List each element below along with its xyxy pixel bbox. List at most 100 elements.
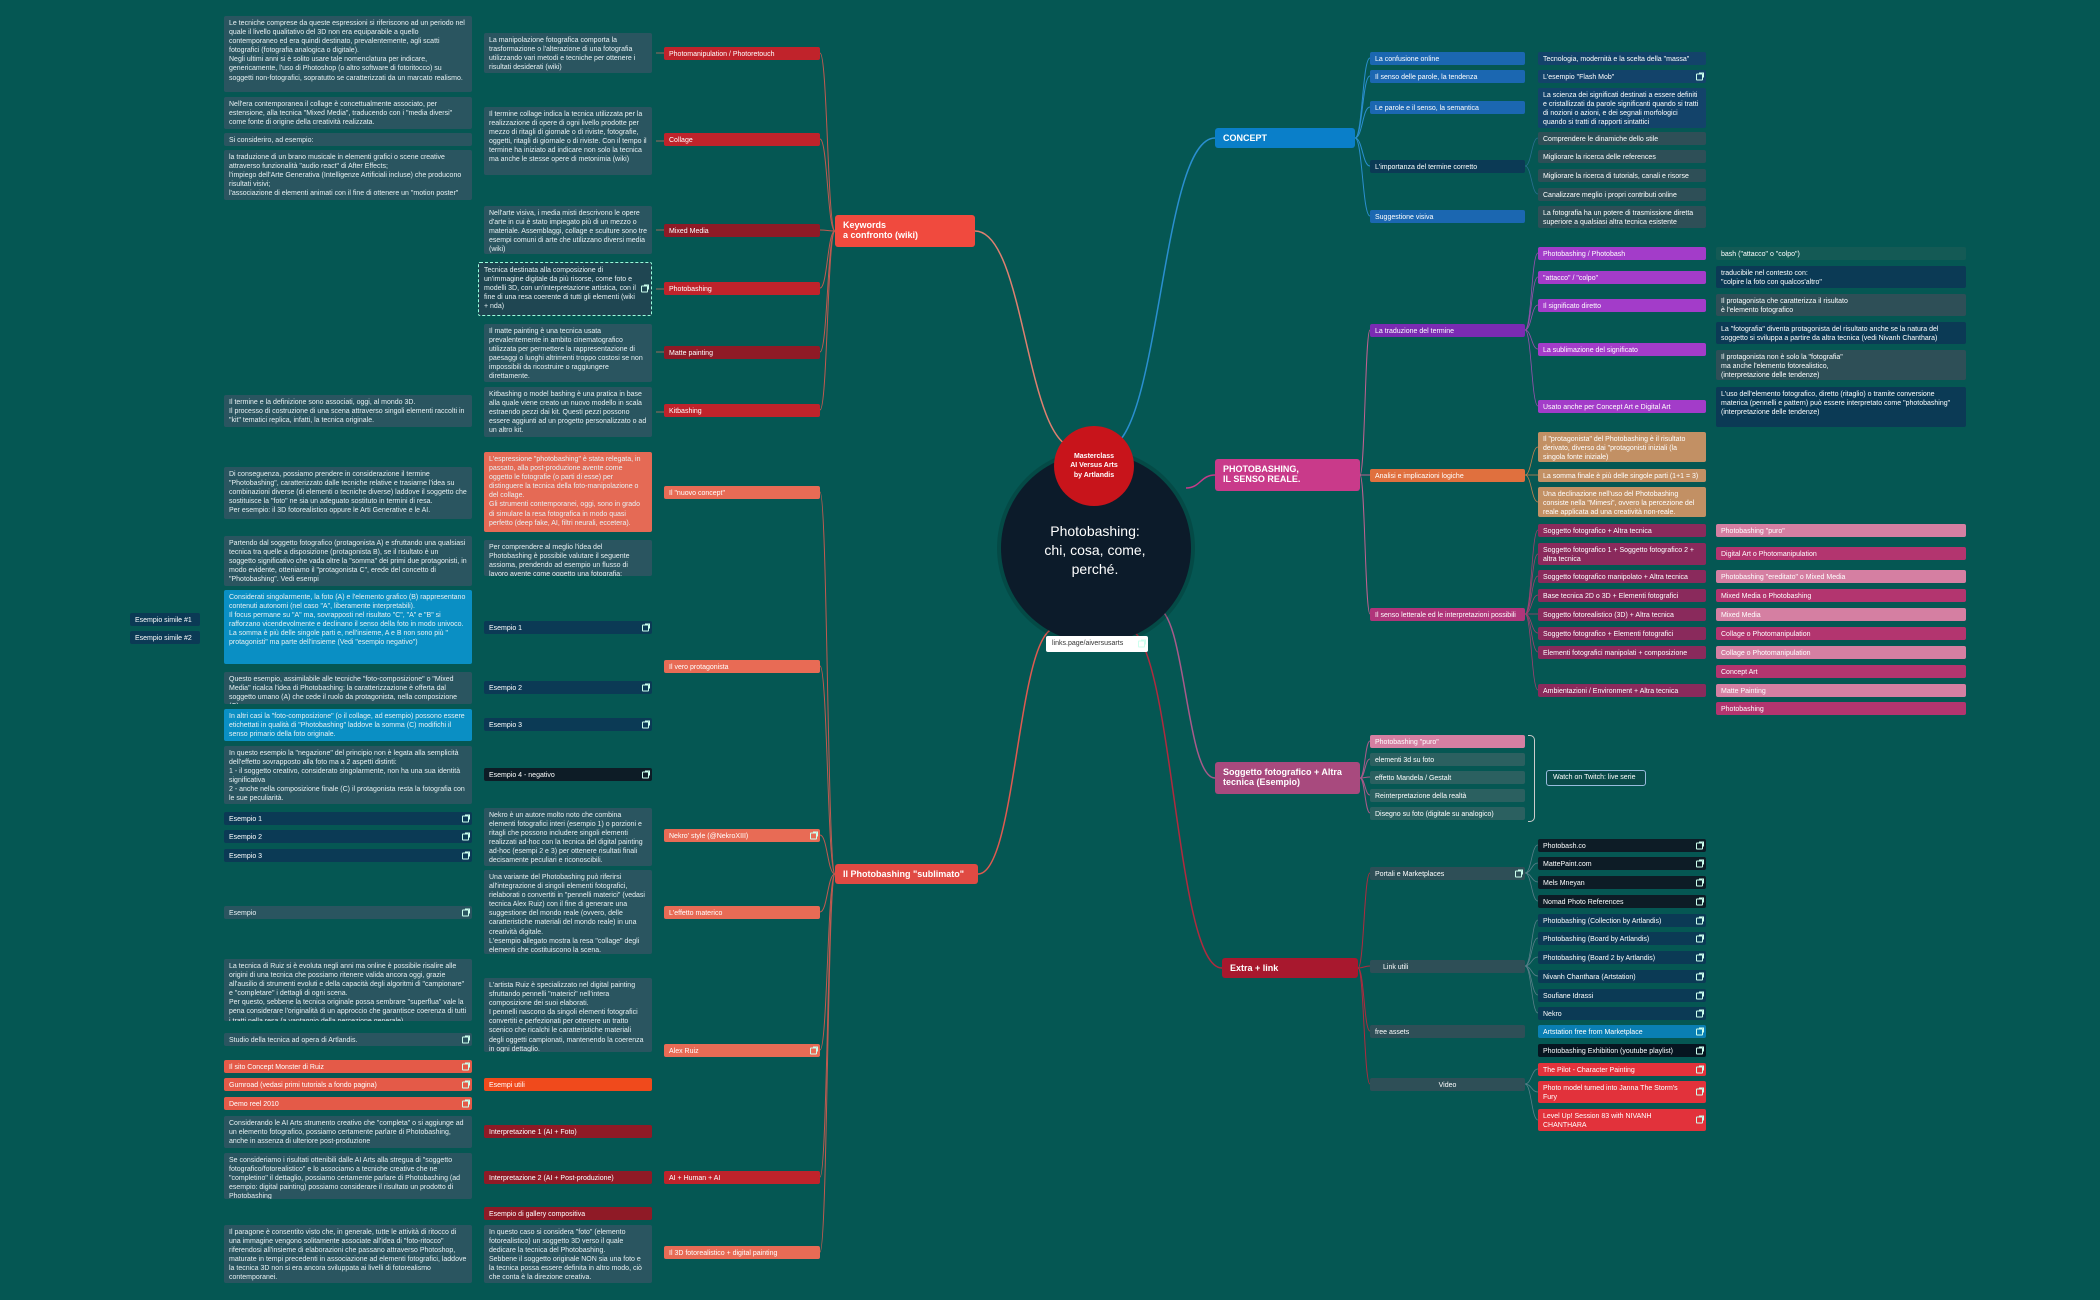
topic-free-assets[interactable]: free assets	[1370, 1025, 1525, 1038]
topic-traduzione-termine[interactable]: La traduzione del termine	[1370, 324, 1525, 337]
topic-nuovo-concept[interactable]: Il "nuovo concept"	[664, 486, 820, 499]
topic-suggestione-visiva[interactable]: Suggestione visiva	[1370, 210, 1525, 223]
topic-confusione-online[interactable]: La confusione online	[1370, 52, 1525, 65]
external-link-icon	[1696, 991, 1704, 999]
utili-item-2[interactable]: Photobashing (Board by Artlandis)	[1538, 932, 1706, 945]
branch-concept[interactable]: CONCEPT	[1215, 128, 1355, 148]
portali-item-1[interactable]: Photobash.co	[1538, 839, 1706, 852]
connector-line	[1359, 474, 1371, 615]
topic-mixed-media[interactable]: Mixed Media	[664, 224, 820, 237]
link-esempio-1[interactable]: Esempio 1	[484, 621, 652, 634]
topic-senso-parole[interactable]: Il senso delle parole, la tendenza	[1370, 70, 1525, 83]
external-link-icon	[642, 623, 650, 631]
topic-nekro-style[interactable]: Nekro' style (@NekroXIII)	[664, 829, 820, 842]
topic-semantica[interactable]: Le parole e il senso, la semantica	[1370, 101, 1525, 114]
link-esempio-4-negativo[interactable]: Esempio 4 - negativo	[484, 768, 652, 781]
video-item-3[interactable]: Level Up! Session 83 with NIVANH CHANTHA…	[1538, 1109, 1706, 1131]
link-flash-mob[interactable]: L'esempio "Flash Mob"	[1538, 70, 1706, 83]
topic-effetto-materico[interactable]: L'effetto materico	[664, 906, 820, 919]
portali-item-4[interactable]: Nomad Photo References	[1538, 895, 1706, 908]
topic-label: AI + Human + AI	[669, 1175, 721, 1182]
link-esempio-simile-2[interactable]: Esempio simile #2	[130, 631, 200, 644]
external-link-icon	[1696, 1065, 1704, 1073]
branch-keywords[interactable]: Keywords a confronto (wiki)	[835, 215, 975, 247]
desc-kitbashing: Kitbashing o model bashing è una pratica…	[484, 387, 652, 437]
topic-portali[interactable]: Portali e Marketplaces	[1370, 867, 1525, 880]
topic-alex-ruiz[interactable]: Alex Ruiz	[664, 1044, 820, 1057]
external-link-icon	[462, 1062, 470, 1070]
topic-video[interactable]: Video	[1370, 1078, 1525, 1091]
value-text: La fotografia ha un potere di trasmissio…	[1543, 210, 1694, 227]
topic-esempi-utili[interactable]: Esempi utili	[484, 1078, 652, 1091]
topic-kitbashing[interactable]: Kitbashing	[664, 404, 820, 417]
lett-val-1: Photobashing "puro"	[1716, 524, 1966, 537]
soggetto-item-4[interactable]: Reinterpretazione della realtà	[1370, 789, 1525, 802]
link-esempio-2[interactable]: Esempio 2	[484, 681, 652, 694]
desc-photobashing[interactable]: Tecnica destinata alla composizione di u…	[478, 262, 652, 316]
link-label: Esempio 2	[229, 834, 263, 841]
free-item-1[interactable]: Artstation free from Marketplace	[1538, 1025, 1706, 1038]
soggetto-item-2[interactable]: elementi 3d su foto	[1370, 753, 1525, 766]
portali-item-3[interactable]: Mels Mneyan	[1538, 876, 1706, 889]
topic-senso-letterale[interactable]: Il senso letterale ed le interpretazioni…	[1370, 608, 1525, 621]
branch-photobashing-senso-reale[interactable]: PHOTOBASHING, IL SENSO REALE.	[1215, 459, 1360, 491]
branch-soggetto-fotografico[interactable]: Soggetto fotografico + Altra tecnica (Es…	[1215, 762, 1360, 794]
topic-analisi-implicazioni[interactable]: Analisi e implicazioni logiche	[1370, 469, 1525, 482]
key-text: Soggetto fotorealistico (3D) + Altra tec…	[1543, 612, 1674, 619]
soggetto-item-5[interactable]: Disegno su foto (digitale su analogico)	[1370, 807, 1525, 820]
value-text: La scienza dei significati destinati a e…	[1543, 92, 1699, 127]
topic-photomanipulation[interactable]: Photomanipulation / Photoretouch	[664, 47, 820, 60]
utili-item-4[interactable]: Nivanh Chanthara (Artstation)	[1538, 970, 1706, 983]
trad-key-1: Photobashing / Photobash	[1538, 247, 1706, 260]
video-item-2[interactable]: Photo model turned into Janna The Storm'…	[1538, 1081, 1706, 1103]
connector-line	[1185, 474, 1216, 489]
links-page-button[interactable]: links.page/aiversusarts	[1046, 636, 1148, 652]
topic-ai-human-ai[interactable]: AI + Human + AI	[664, 1171, 820, 1184]
topic-matte-painting[interactable]: Matte painting	[664, 346, 820, 359]
topic-vero-protagonista[interactable]: Il vero protagonista	[664, 660, 820, 673]
note-esempio-1: Considerati singolarmente, la foto (A) e…	[224, 590, 472, 664]
item-text: elementi 3d su foto	[1375, 757, 1435, 764]
topic-3d-fotorealistico[interactable]: Il 3D fotorealistico + digital painting	[664, 1246, 820, 1259]
external-link-icon	[1696, 897, 1704, 905]
soggetto-item-3[interactable]: effetto Mandela / Gestalt	[1370, 771, 1525, 784]
topic-collage[interactable]: Collage	[664, 133, 820, 146]
link-studio-ruiz[interactable]: Studio della tecnica ad opera di Artland…	[224, 1033, 472, 1046]
soggetto-item-1[interactable]: Photobashing "puro"	[1370, 735, 1525, 748]
link-esempio-3[interactable]: Esempio 3	[484, 718, 652, 731]
link-label: Nomad Photo References	[1543, 899, 1624, 906]
link-esempio-simile-1[interactable]: Esempio simile #1	[130, 613, 200, 626]
portali-item-2[interactable]: MattePaint.com	[1538, 857, 1706, 870]
twitch-live-button[interactable]: Watch on Twitch: live serie	[1546, 770, 1646, 786]
link-concept-monster[interactable]: Il sito Concept Monster di Ruiz	[224, 1060, 472, 1073]
topic-importanza-termine[interactable]: L'importanza del termine corretto	[1370, 160, 1525, 173]
branch-photobashing-sublimato[interactable]: Il Photobashing "sublimato"	[835, 864, 978, 884]
link-gallery-compositiva[interactable]: Esempio di gallery compositiva	[484, 1207, 652, 1220]
free-item-2[interactable]: Photobashing Exhibition (youtube playlis…	[1538, 1044, 1706, 1057]
link-nekro-esempio-3[interactable]: Esempio 3	[224, 849, 472, 862]
link-materico-esempio[interactable]: Esempio	[224, 906, 472, 919]
topic-photobashing[interactable]: Photobashing	[664, 282, 820, 295]
lett-val-3: Photobashing "ereditato" o Mixed Media	[1716, 570, 1966, 583]
topic-interpretazione-2[interactable]: Interpretazione 2 (AI + Post-produzione)	[484, 1171, 652, 1184]
utili-item-6[interactable]: Nekro	[1538, 1007, 1706, 1020]
note-esempio-3: In altri casi la "foto-composizione" (o …	[224, 709, 472, 741]
lett-key-3: Soggetto fotografico manipolato + Altra …	[1538, 570, 1706, 583]
link-nekro-esempio-2[interactable]: Esempio 2	[224, 830, 472, 843]
external-link-icon	[1696, 72, 1704, 80]
branch-extra-link[interactable]: Extra + link	[1222, 958, 1358, 978]
topic-link-utili[interactable]: Link utili	[1370, 960, 1525, 973]
item-text: effetto Mandela / Gestalt	[1375, 775, 1452, 782]
link-gumroad[interactable]: Gumroad (vedasi primi tutorials a fondo …	[224, 1078, 472, 1091]
link-label: Esempio simile #1	[135, 617, 192, 624]
desc-text: L'espressione "photobashing" è stata rel…	[489, 456, 641, 527]
desc-text: L'artista Ruiz è specializzato nel digit…	[489, 982, 644, 1052]
link-demo-reel[interactable]: Demo reel 2010	[224, 1097, 472, 1110]
topic-interpretazione-1[interactable]: Interpretazione 1 (AI + Foto)	[484, 1125, 652, 1138]
utili-item-1[interactable]: Photobashing (Collection by Artlandis)	[1538, 914, 1706, 927]
link-nekro-esempio-1[interactable]: Esempio 1	[224, 812, 472, 825]
utili-item-5[interactable]: Soufiane Idrassi	[1538, 989, 1706, 1002]
note-3d-fotorealistico: Il paragone è consentito visto che, in g…	[224, 1225, 472, 1283]
video-item-1[interactable]: The Pilot - Character Painting	[1538, 1063, 1706, 1076]
utili-item-3[interactable]: Photobashing (Board 2 by Artlandis)	[1538, 951, 1706, 964]
